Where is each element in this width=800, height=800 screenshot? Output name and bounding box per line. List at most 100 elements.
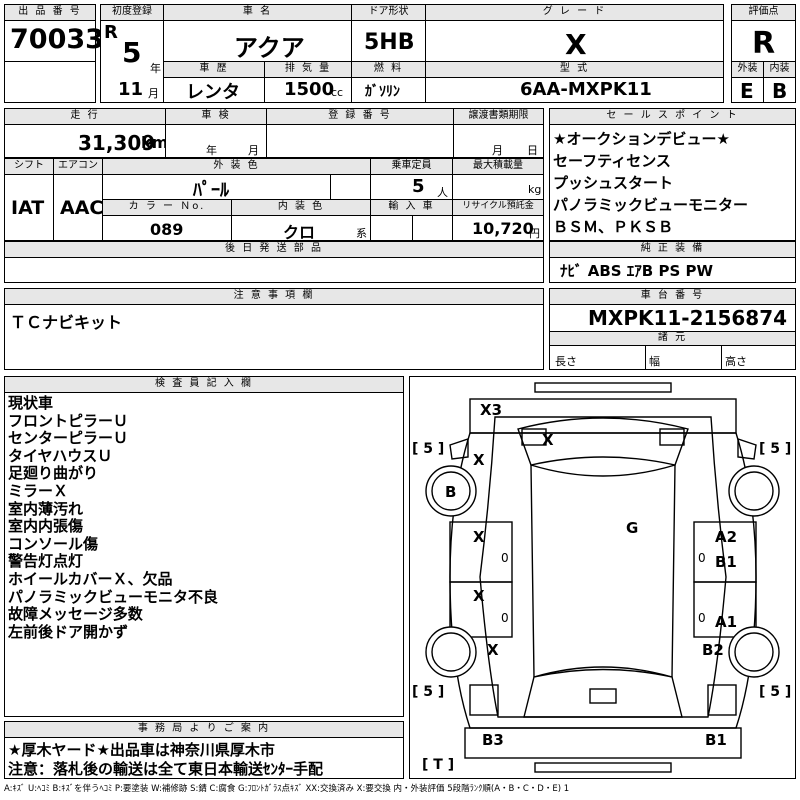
displacement-value: 1500 — [284, 79, 335, 100]
capacity-unit: 人 — [437, 186, 448, 199]
ext-score-cell — [731, 77, 764, 103]
specs-height: 高さ — [725, 355, 747, 368]
transfer-day-unit: 日 — [527, 144, 538, 157]
mark-g: G — [626, 519, 639, 537]
inspection-cell — [165, 124, 267, 158]
car-name: アクア — [234, 34, 305, 62]
grade-value: X — [565, 28, 587, 61]
ext-score-header: 外装 — [731, 61, 764, 78]
notes-cell — [4, 304, 544, 370]
color-no-value: 089 — [150, 220, 184, 239]
office-line1: ★厚木ヤード★出品車は神奈川県厚木市 — [8, 741, 275, 759]
svg-text:0: 0 — [698, 551, 706, 565]
office-header: 事 務 局 よ り ご 案 内 — [4, 721, 404, 738]
car-name-header: 車 名 — [163, 4, 352, 21]
inspector-item: 足廻り曲がり — [8, 464, 99, 483]
tire-rear-left: [ 5 ] — [412, 684, 445, 700]
lot-blank — [4, 61, 96, 103]
first-reg-year-unit: 年 — [150, 62, 161, 75]
notes-header: 注 意 事 項 欄 — [4, 288, 544, 305]
specs-header: 諸 元 — [549, 331, 796, 346]
color-no-cell — [102, 215, 232, 241]
mark-left-door2: X — [473, 587, 485, 605]
import-header: 輸 入 車 — [370, 199, 453, 216]
first-reg-header: 初度登録 — [100, 4, 164, 21]
sales-points-header: セ ー ル ス ポ イ ン ト — [549, 108, 796, 125]
mark-right-b2: B2 — [702, 641, 724, 659]
door-header: ドア形状 — [351, 4, 426, 21]
inspector-cell — [4, 392, 404, 717]
recycle-value: 10,720 — [472, 219, 534, 238]
sales-point-item: ★オークションデビュー★ — [553, 130, 730, 148]
later-parts-cell — [4, 257, 544, 283]
mark-left-rear: X — [487, 641, 499, 659]
int-color-value: クロ — [283, 223, 316, 242]
mark-rear-b3: B3 — [482, 731, 504, 749]
tire-front-right: [ 5 ] — [759, 441, 792, 457]
reg-no-header: 登 録 番 号 — [266, 108, 454, 125]
specs-length: 長さ — [555, 355, 577, 368]
specs-width-cell — [645, 345, 722, 370]
sales-point-item: プッシュスタート — [553, 174, 674, 192]
first-reg-cell — [100, 20, 164, 103]
max-load-unit: kg — [528, 183, 542, 196]
inspector-header: 検 査 員 記 入 欄 — [4, 376, 404, 393]
later-parts-header: 後 日 発 送 部 品 — [4, 241, 544, 258]
lot-number: 70033 — [10, 24, 104, 55]
recycle-unit: 円 — [529, 227, 540, 240]
legend: A:ｷｽﾞ U:ﾍｺﾐ B:ｷｽﾞを伴うﾍｺﾐ P:要塗装 W:補修跡 S:錆 … — [4, 784, 570, 794]
import-cell — [370, 215, 413, 241]
int-color-header: 内 装 色 — [231, 199, 371, 216]
history-header: 車 歴 — [163, 61, 265, 78]
displacement-cell — [264, 77, 352, 103]
mark-roof-x: X — [542, 431, 554, 449]
capacity-value: 5 — [412, 176, 425, 197]
mark-right-a2: A2 — [715, 528, 738, 546]
reg-no-cell — [266, 124, 454, 158]
transfer-cell — [453, 124, 544, 158]
first-reg-month-unit: 月 — [148, 87, 159, 100]
mileage-unit: km — [141, 133, 169, 152]
model-header: 型 式 — [425, 61, 724, 78]
svg-text:0: 0 — [501, 611, 509, 625]
office-line2: 注意：落札後の輸送は全て東日本輸送ｾﾝﾀｰ手配 — [8, 760, 324, 778]
mileage-header: 走 行 — [4, 108, 166, 125]
chassis-cell — [549, 304, 796, 332]
equipment-header: 純 正 装 備 — [549, 241, 796, 258]
svg-text:0: 0 — [501, 551, 509, 565]
recycle-header: リサイクル預託金 — [452, 199, 544, 216]
inspector-item: センターピラーＵ — [8, 429, 129, 448]
mark-rear-b1: B1 — [705, 731, 727, 749]
tire-front-left: [ 5 ] — [412, 441, 445, 457]
inspector-item: 警告灯点灯 — [8, 552, 84, 571]
inspector-item: 左前後ドア開かず — [8, 622, 129, 641]
car-outline: 0 0 0 0 — [425, 382, 780, 773]
first-reg-month: 11 — [118, 79, 144, 100]
max-load-cell — [452, 174, 544, 200]
equipment-value: ﾅﾋﾞ ABS ｴｱB PS PW — [560, 262, 714, 280]
inspector-item: ミラーＸ — [8, 481, 69, 500]
ac-header: エアコン — [53, 158, 103, 175]
shift-value: IAT — [11, 197, 45, 219]
score-header: 評価点 — [731, 4, 796, 21]
int-color-cell — [231, 215, 371, 241]
sales-points-list: ★オークションデビュー★ セーフティセンス プッシュスタート パノラミックビュー… — [553, 128, 748, 238]
mark-lf-b: B — [445, 483, 457, 501]
office-cell — [4, 737, 404, 779]
fuel-value: ｶﾞｿﾘﾝ — [365, 84, 400, 100]
equipment-cell — [549, 257, 796, 283]
damage-diagram: 0 0 0 0 X3 X X B G X X X A2 B1 A1 B2 B3 … — [409, 376, 796, 779]
int-score-header: 内装 — [763, 61, 796, 78]
lot-cell — [4, 20, 96, 62]
first-reg-year: 5 — [122, 36, 142, 69]
inspector-item: タイヤハウスＵ — [8, 446, 113, 465]
first-reg-era: R — [104, 22, 118, 43]
sales-point-item: セーフティセンス — [553, 152, 671, 170]
sales-points-cell — [549, 124, 796, 241]
inspector-item: フロントピラーＵ — [8, 411, 129, 430]
import-cell-2 — [412, 215, 453, 241]
fuel-header: 燃 料 — [351, 61, 426, 78]
sales-point-item: ＢＳＭ、ＰＫＳＢ — [553, 218, 674, 236]
mark-x3: X3 — [480, 401, 503, 419]
int-color-unit: 系 — [356, 227, 367, 240]
